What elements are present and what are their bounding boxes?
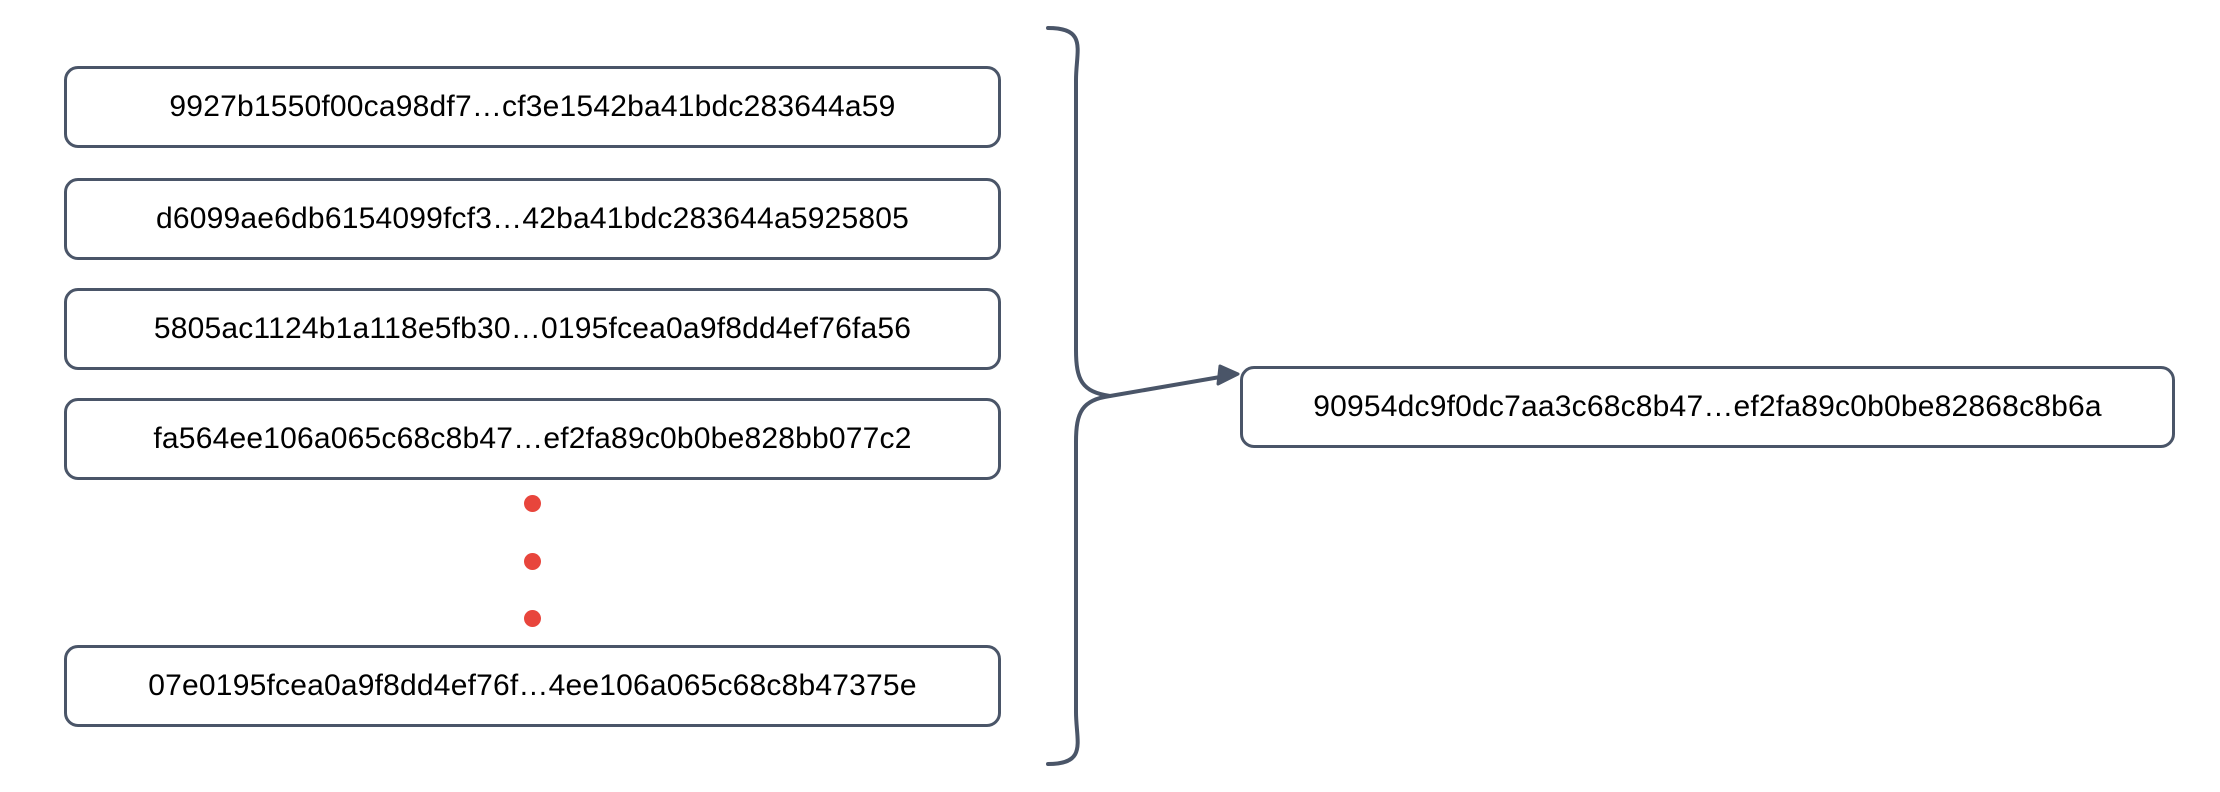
ellipsis-dot-1 [524, 495, 541, 512]
curly-brace-path [1046, 26, 1112, 766]
input-hash-box-3[interactable]: 5805ac1124b1a118e5fb30…0195fcea0a9f8dd4e… [64, 288, 1001, 370]
brace-arrow-shaft [1108, 374, 1228, 398]
input-hash-box-2[interactable]: d6099ae6db6154099fcf3…42ba41bdc283644a59… [64, 178, 1001, 260]
ellipsis-dot-3 [524, 610, 541, 627]
input-hash-box-5[interactable]: 07e0195fcea0a9f8dd4ef76f…4ee106a065c68c8… [64, 645, 1001, 727]
input-hash-label-3: 5805ac1124b1a118e5fb30…0195fcea0a9f8dd4e… [153, 312, 912, 345]
input-hash-label-2: d6099ae6db6154099fcf3…42ba41bdc283644a59… [155, 202, 910, 235]
output-hash-box[interactable]: 90954dc9f0dc7aa3c68c8b47…ef2fa89c0b0be82… [1240, 366, 2175, 448]
ellipsis-dot-2 [524, 552, 541, 570]
input-hash-label-1: 9927b1550f00ca98df7…cf3e1542ba41bdc28364… [169, 90, 896, 123]
input-hash-label-4: fa564ee106a065c68c8b47…ef2fa89c0b0be828b… [153, 422, 912, 455]
vertical-ellipsis-icon [64, 495, 1001, 627]
input-hash-box-1[interactable]: 9927b1550f00ca98df7…cf3e1542ba41bdc28364… [64, 66, 1001, 148]
brace-connector-icon [1046, 26, 1240, 766]
brace-arrow-head-icon [1216, 364, 1240, 386]
input-hash-box-4[interactable]: fa564ee106a065c68c8b47…ef2fa89c0b0be828b… [64, 398, 1001, 480]
output-hash-label: 90954dc9f0dc7aa3c68c8b47…ef2fa89c0b0be82… [1313, 390, 2102, 423]
input-hash-label-5: 07e0195fcea0a9f8dd4ef76f…4ee106a065c68c8… [148, 669, 917, 702]
